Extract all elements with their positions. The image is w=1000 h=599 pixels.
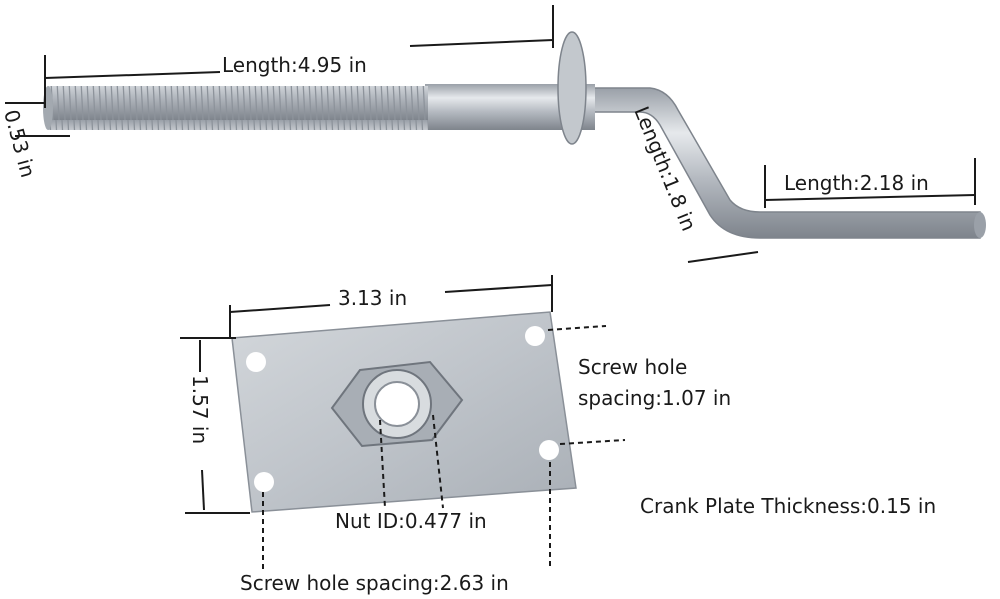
flange-washer: [557, 31, 587, 145]
crank-plate: [231, 311, 577, 513]
screw-hole: [254, 472, 274, 492]
handle-length-label: Length:2.18 in: [784, 171, 929, 195]
nut-id-label: Nut ID:0.477 in: [335, 509, 487, 533]
nut-bore: [374, 381, 420, 427]
screw-hole: [525, 326, 545, 346]
crank-bolt: [43, 31, 986, 239]
bolt-diameter-label: 0.53 in: [0, 107, 40, 180]
handle-end: [974, 212, 986, 238]
screw-hole-spacing-vertical-line2: spacing:1.07 in: [578, 386, 731, 410]
screw-hole: [539, 440, 559, 460]
screw-hole-spacing-vertical-line1: Screw hole: [578, 355, 687, 379]
plate-thickness-label: Crank Plate Thickness:0.15 in: [640, 494, 936, 518]
bolt-length-label: Length:4.95 in: [222, 53, 367, 77]
screw-hole: [246, 352, 266, 372]
plate-width-label: 3.13 in: [338, 286, 407, 310]
plate-height-label: 1.57 in: [188, 375, 212, 444]
screw-hole-spacing-horizontal-label: Screw hole spacing:2.63 in: [240, 571, 509, 595]
threaded-rod: [48, 86, 428, 130]
